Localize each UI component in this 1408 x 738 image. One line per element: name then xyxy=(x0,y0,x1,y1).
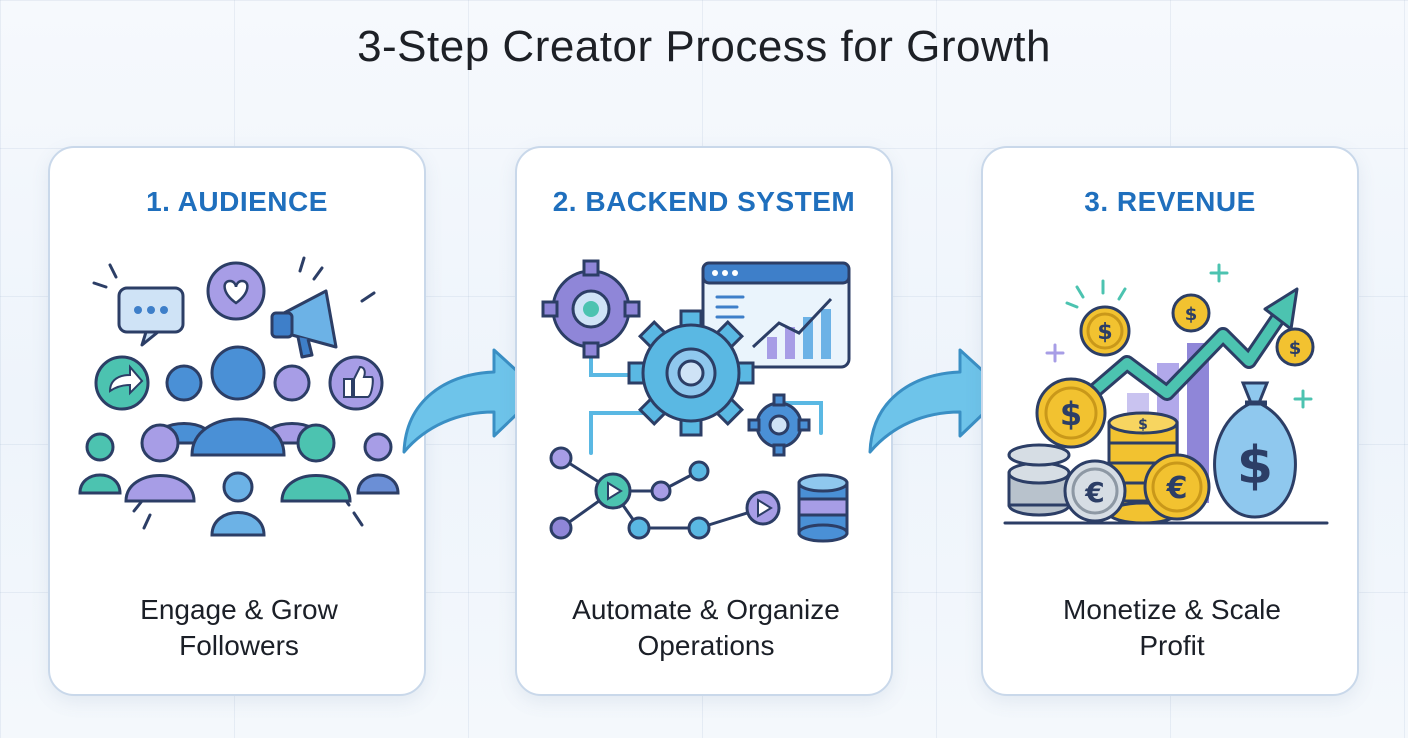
backend-system-icon xyxy=(541,259,851,543)
page-title: 3-Step Creator Process for Growth xyxy=(357,22,1051,71)
step-card-backend-system: 2. BACKEND SYSTEM xyxy=(515,146,893,696)
svg-text:$: $ xyxy=(1289,338,1302,359)
caption-line: Monetize & Scale xyxy=(1063,594,1281,625)
arrow-right-icon xyxy=(402,348,542,454)
step-caption: Automate & Organize Operations xyxy=(537,592,875,664)
caption-line: Automate & Organize xyxy=(572,594,840,625)
step-heading: 1. AUDIENCE xyxy=(146,186,328,217)
svg-text:$: $ xyxy=(1060,395,1082,433)
step-card-revenue: 3. REVENUE $ $ $ xyxy=(981,146,1359,696)
svg-text:$: $ xyxy=(1097,320,1112,345)
svg-text:$: $ xyxy=(1185,304,1198,325)
step-heading: 2. BACKEND SYSTEM xyxy=(552,186,856,217)
caption-line: Profit xyxy=(1139,630,1205,661)
revenue-icon: $ $ $ $ $ € xyxy=(1003,263,1329,525)
step-caption: Engage & Grow Followers xyxy=(70,592,408,664)
step-heading: 3. REVENUE xyxy=(1084,186,1256,217)
caption-line: Engage & Grow xyxy=(140,594,338,625)
arrow-right-icon xyxy=(868,348,1008,454)
svg-text:€: € xyxy=(1166,471,1188,506)
svg-text:$: $ xyxy=(1138,417,1148,433)
caption-line: Followers xyxy=(179,630,299,661)
svg-text:$: $ xyxy=(1237,436,1273,496)
svg-text:€: € xyxy=(1084,476,1104,509)
audience-icon xyxy=(78,256,400,537)
caption-line: Operations xyxy=(637,630,775,661)
step-caption: Monetize & Scale Profit xyxy=(1003,592,1341,664)
step-card-audience: 1. AUDIENCE xyxy=(48,146,426,696)
